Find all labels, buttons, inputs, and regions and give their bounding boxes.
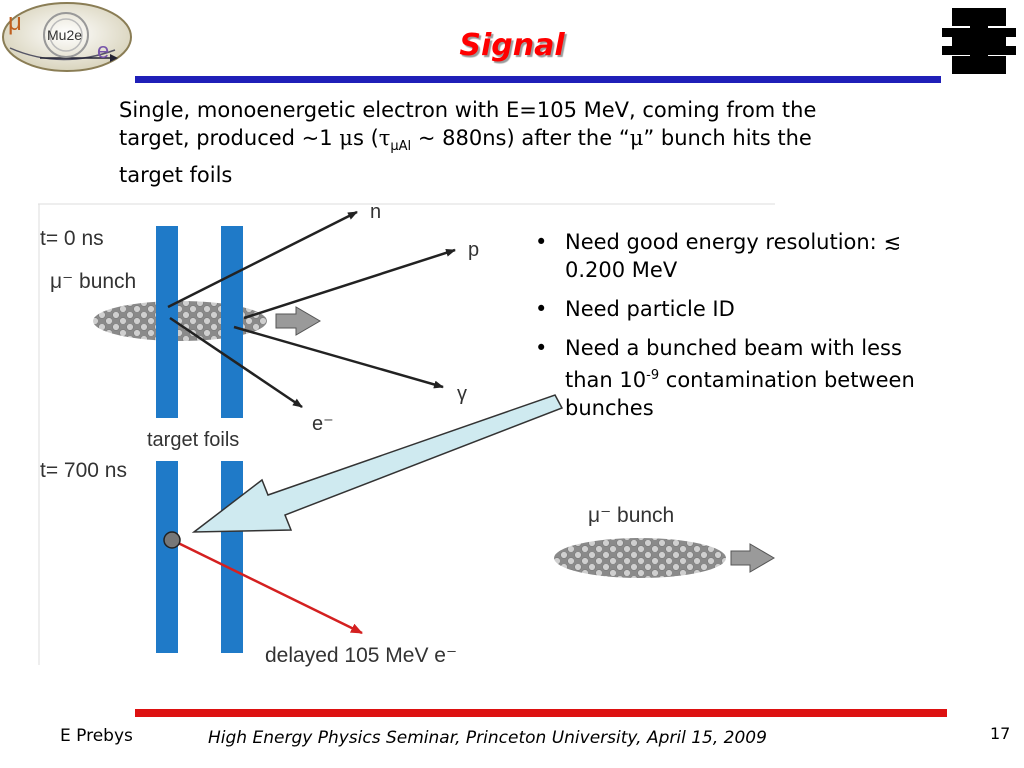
delayed-electron-track xyxy=(171,538,363,635)
list-item: •Need a bunched beam with less than 10-9… xyxy=(535,336,915,420)
label-gamma: γ xyxy=(457,383,467,405)
label-e-minus: e⁻ xyxy=(312,413,334,435)
target-foil xyxy=(156,461,178,653)
muonic-atom xyxy=(163,531,181,549)
label-n: n xyxy=(370,201,381,223)
title-rule xyxy=(135,76,941,83)
page-number: 17 xyxy=(990,724,1011,743)
label-delayed: delayed 105 MeV e⁻ xyxy=(265,644,457,667)
label-mu-bunch-right: μ⁻ bunch xyxy=(588,504,674,527)
logo-mu: μ xyxy=(8,9,22,36)
label-p: p xyxy=(468,239,479,261)
signal-diagram: t= 0 ns μ⁻ bunch n p γ e⁻ target foils t… xyxy=(38,201,775,667)
label-t0: t= 0 ns xyxy=(40,227,104,250)
intro-text: Single, monoenergetic electron with E=10… xyxy=(119,98,817,188)
fermilab-logo xyxy=(942,8,1016,74)
label-target-foils: target foils xyxy=(147,429,239,451)
bunch-direction-arrow-right xyxy=(730,543,775,573)
target-foil xyxy=(156,226,178,418)
target-foil xyxy=(221,461,243,653)
label-t700: t= 700 ns xyxy=(40,459,127,482)
muon-bunch-right xyxy=(554,538,726,578)
mu2e-logo: μ Mu2e e xyxy=(2,2,132,72)
logo-name: Mu2e xyxy=(47,27,82,43)
footer-author: E Prebys xyxy=(60,726,133,746)
list-item: •Need good energy resolution: ≲ 0.200 Me… xyxy=(535,230,902,282)
slide-title: Signal xyxy=(459,28,565,63)
callout-arrow xyxy=(191,394,564,533)
bunch-direction-arrow xyxy=(275,306,321,336)
label-mu-bunch: μ⁻ bunch xyxy=(50,270,136,293)
footer-rule xyxy=(135,709,947,717)
target-foil xyxy=(221,226,243,418)
list-item: •Need particle ID xyxy=(535,297,735,321)
logo-e: e xyxy=(97,38,109,63)
footer-venue: High Energy Physics Seminar, Princeton U… xyxy=(208,728,767,748)
requirements-list: •Need good energy resolution: ≲ 0.200 Me… xyxy=(533,228,933,433)
